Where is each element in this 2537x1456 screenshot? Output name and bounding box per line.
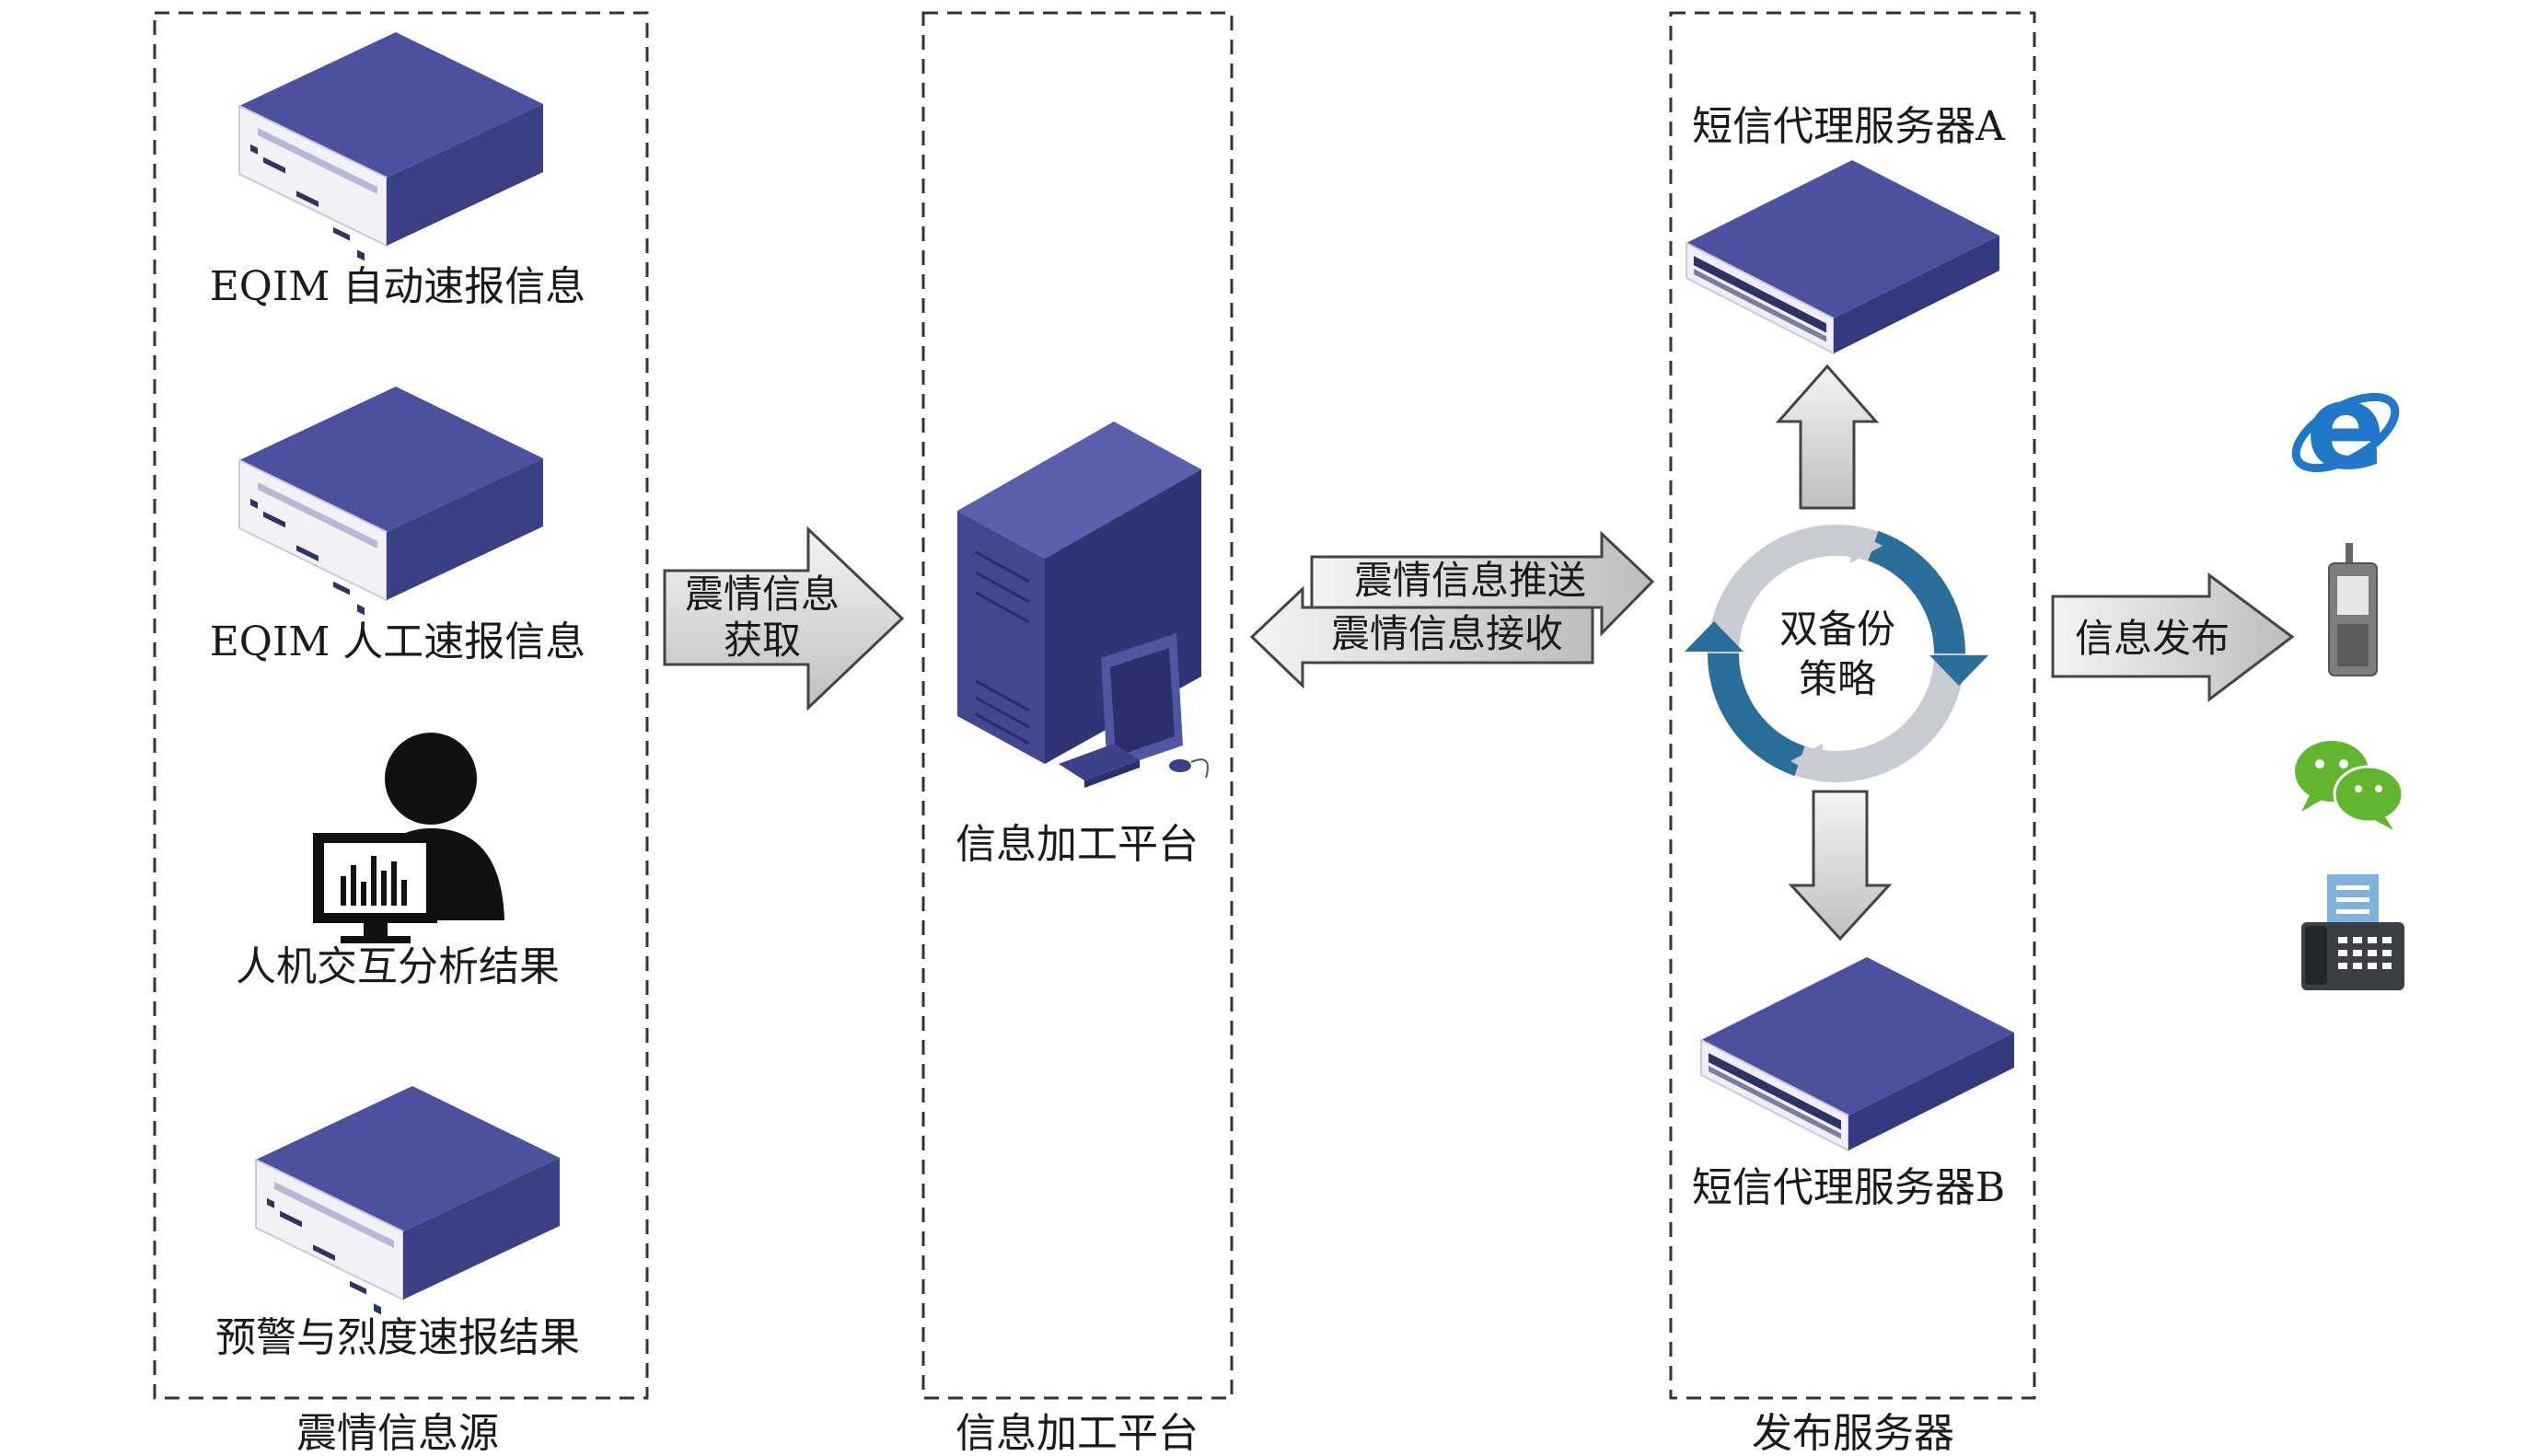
acquire-label-line2: 获取 xyxy=(724,618,801,663)
receive-label: 震情信息接收 xyxy=(1331,611,1563,656)
ie-browser-icon: e xyxy=(2291,359,2400,496)
fax-machine-icon xyxy=(2301,874,2404,990)
server-section-box xyxy=(1669,11,2036,1400)
svg-text:e: e xyxy=(2306,359,2386,496)
source-label-1: EQIM 自动速报信息 xyxy=(210,263,586,310)
publish-label: 信息发布 xyxy=(2075,616,2230,661)
platform-label: 信息加工平台 xyxy=(956,821,1199,868)
wechat-icon xyxy=(2295,741,2404,830)
push-label: 震情信息推送 xyxy=(1354,558,1586,603)
server-a-icon xyxy=(1686,159,2000,354)
push-receive-arrows: 震情信息推送 震情信息接收 xyxy=(1249,530,1655,689)
source-label-2: EQIM 人工速报信息 xyxy=(210,618,586,665)
source-label-3: 人机交互分析结果 xyxy=(236,943,560,990)
strategy-label-line1: 双备份 xyxy=(1779,607,1895,652)
source-server-icon-2 xyxy=(238,386,544,617)
server-a-label: 短信代理服务器A xyxy=(1692,103,2006,150)
strategy-label-line2: 策略 xyxy=(1799,656,1876,701)
server-b-label: 短信代理服务器B xyxy=(1692,1164,2005,1211)
platform-section-title: 信息加工平台 xyxy=(956,1410,1199,1456)
source-section-box xyxy=(153,11,649,1400)
down-arrow xyxy=(1788,790,1893,942)
backup-cycle-icon xyxy=(1685,525,1988,782)
tower-computer-icon xyxy=(957,422,1209,788)
source-section-title: 震情信息源 xyxy=(296,1410,499,1456)
mobile-phone-icon xyxy=(2328,543,2378,676)
publish-arrow: 信息发布 xyxy=(2051,572,2295,703)
platform-section-box xyxy=(921,11,1234,1400)
server-section-title: 发布服务器 xyxy=(1752,1410,1954,1456)
source-server-icon-1 xyxy=(238,31,544,262)
acquire-label-line1: 震情信息 xyxy=(685,572,840,617)
source-label-4: 预警与烈度速报结果 xyxy=(215,1314,580,1361)
acquire-arrow: 震情信息 获取 xyxy=(663,526,905,711)
analyst-workstation-icon xyxy=(313,733,504,943)
source-server-icon-4 xyxy=(255,1085,561,1316)
up-arrow-shape xyxy=(1775,364,1880,510)
server-b-icon xyxy=(1700,956,2015,1151)
